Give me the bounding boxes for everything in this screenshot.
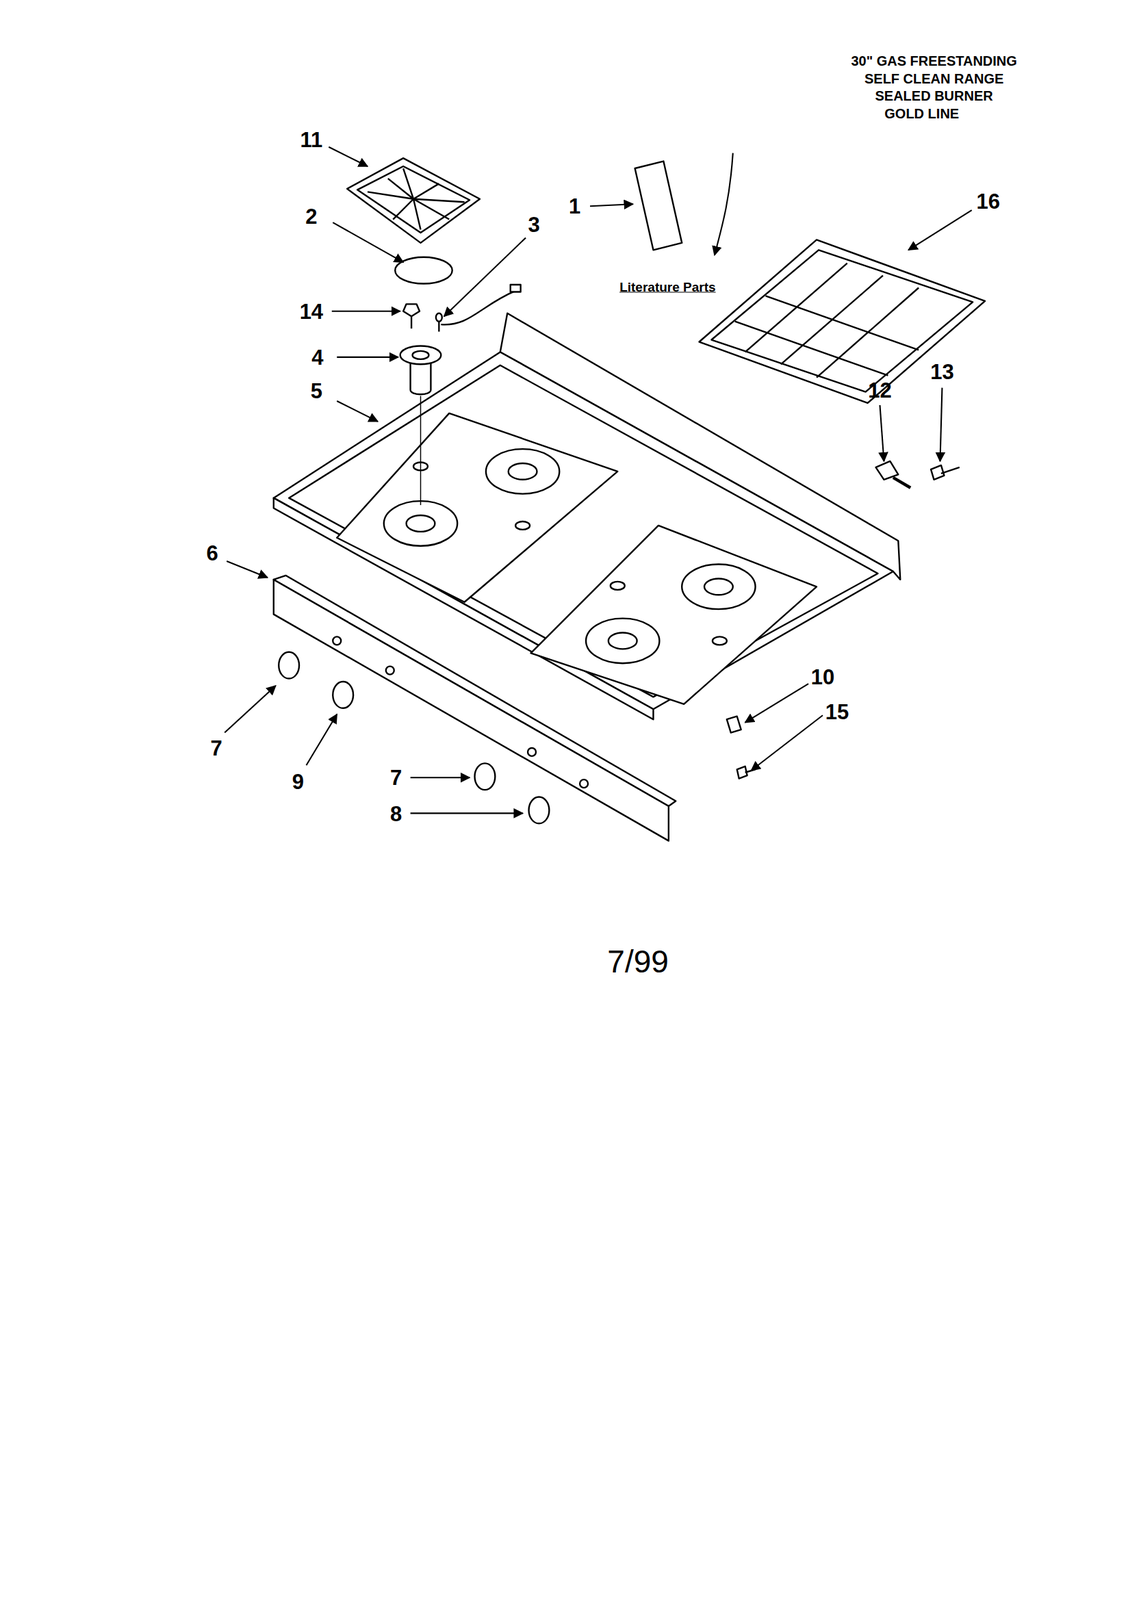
title-line: 30" GAS FREESTANDING	[850, 54, 1017, 68]
callout-number: 8	[390, 802, 402, 825]
callout-number: 3	[527, 214, 540, 236]
callout-number: 1	[568, 195, 581, 217]
date-stamp: 7/99	[607, 945, 669, 978]
callout-number: 10	[811, 665, 835, 688]
callout-number: 16	[976, 190, 1000, 212]
callout-number: 7	[210, 737, 223, 760]
callout-number: 7	[390, 767, 402, 789]
callout-number: 4	[311, 346, 324, 368]
callout-number: 13	[930, 360, 954, 382]
callout-number: 14	[299, 300, 324, 322]
title-line: GOLD LINE	[884, 106, 959, 121]
callout-number: 11	[299, 129, 323, 151]
title-line: SEALED BURNER	[875, 88, 994, 103]
callout-number: 2	[305, 206, 317, 228]
callout-number: 6	[206, 542, 219, 564]
callout-number: 5	[310, 380, 323, 402]
callout-number: 9	[292, 771, 304, 793]
callout-number: 12	[867, 379, 892, 401]
title-line: SELF CLEAN RANGE	[864, 71, 1004, 86]
section-label: Literature Parts	[619, 280, 716, 294]
callout-number: 15	[825, 700, 849, 723]
